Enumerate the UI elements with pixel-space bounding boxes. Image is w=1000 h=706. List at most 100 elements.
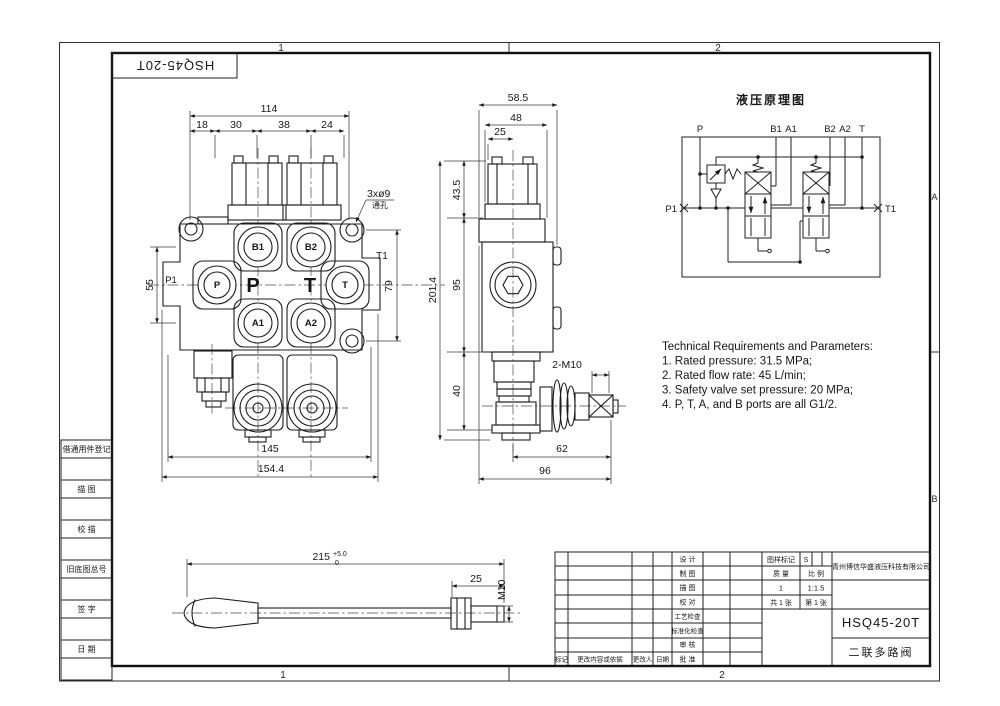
front-view-dimensions: 114 18 30 38 24 55 79 3xø9 通孔 145 xyxy=(144,103,401,482)
left-margin-table: 借通用件登记 描 图 校 描 旧底图总号 签 字 日 期 xyxy=(60,439,113,681)
dim-215: 215 xyxy=(312,551,330,563)
dim-24: 24 xyxy=(321,119,333,131)
title-block-roles: 设 计 制 图 描 图 校 对 工艺检查 标准化检查 审 核 批 准 xyxy=(671,555,704,664)
sheet-borders xyxy=(59,42,940,682)
dim-58-5: 58.5 xyxy=(508,92,529,104)
role-label: 审 核 xyxy=(680,640,696,649)
spool-valve-symbol-1 xyxy=(744,162,772,254)
role-label: 标准化检查 xyxy=(671,626,704,635)
left-table-row: 校 描 xyxy=(77,524,95,534)
role-label: 描 图 xyxy=(680,583,696,592)
dim-43-5: 43.5 xyxy=(451,180,463,201)
left-table-row: 签 字 xyxy=(77,604,95,614)
zone-right-a: A xyxy=(931,192,937,202)
mass-label: 质 量 xyxy=(773,569,789,578)
title-block-meta: 图样标记 S 质 量 比 例 1 1:1.5 共 1 张 第 1 张 青州博信华… xyxy=(555,555,930,664)
dim-95: 95 xyxy=(451,279,463,291)
port-label-p1: P1 xyxy=(165,275,177,286)
port-label-t1: T1 xyxy=(376,251,388,262)
zone-bottom-2: 2 xyxy=(719,670,725,681)
port-label-b1: B1 xyxy=(252,242,265,253)
zone-top-1: 1 xyxy=(278,43,284,54)
technical-notes: Technical Requirements and Parameters: 1… xyxy=(662,341,873,411)
dim-m10: M10 xyxy=(496,579,508,600)
role-label: 工艺检查 xyxy=(675,612,702,621)
zone-bottom-1: 1 xyxy=(280,670,286,681)
handle-geometry xyxy=(183,597,505,630)
model-number: HSQ45-20T xyxy=(842,615,920,630)
role-label: 批 准 xyxy=(680,655,696,664)
spool-valve-symbol-2 xyxy=(802,162,830,254)
front-view: B1 B2 P T A1 A2 P T P1 T1 xyxy=(144,103,445,482)
port-label-a1: A1 xyxy=(252,318,265,329)
joystick-joint xyxy=(539,379,619,433)
rev-by-label: 更改人 xyxy=(633,655,653,664)
sch-port-p1: P1 xyxy=(665,204,677,215)
left-table-row: 借通用件登记 xyxy=(63,444,111,454)
dim-201-4: 201.4 xyxy=(427,277,439,303)
valve-body-outline xyxy=(162,223,381,351)
dim-145: 145 xyxy=(261,443,279,455)
product-name: 二联多路阀 xyxy=(849,645,914,659)
tech-note-line: 1. Rated pressure: 31.5 MPa; xyxy=(662,356,812,368)
handle-view: 215 +5.0 0 25 M10 xyxy=(172,551,522,630)
drawing-mark-label: 图样标记 xyxy=(767,555,795,564)
tech-note-line: 2. Rated flow rate: 45 L/min; xyxy=(662,370,806,382)
port-bosses xyxy=(192,222,370,348)
tech-note-line: 4. P, T, A, and B ports are all G1/2. xyxy=(662,399,837,411)
sch-port-p: P xyxy=(697,124,703,135)
tech-note-line: 3. Safety valve set pressure: 20 MPa; xyxy=(662,385,853,397)
rev-mark-label: 标记 xyxy=(555,655,569,664)
role-label: 制 图 xyxy=(680,569,696,578)
port-label-b2: B2 xyxy=(305,242,317,253)
zone-right-b: B xyxy=(931,494,937,504)
dim-25: 25 xyxy=(494,126,506,138)
sch-port-a1: A1 xyxy=(785,124,797,135)
side-body xyxy=(478,156,562,441)
rev-desc-label: 更改内容或依据 xyxy=(577,655,623,664)
dim-3x9: 3xø9 xyxy=(367,188,391,200)
relief-valve-symbol xyxy=(700,164,742,208)
sheets-total: 共 1 张 xyxy=(770,598,792,607)
dim-96: 96 xyxy=(539,465,551,477)
sch-port-t: T xyxy=(859,124,865,135)
gallery-label-t: T xyxy=(304,275,316,297)
schematic-lines xyxy=(679,137,883,263)
dim-55: 55 xyxy=(144,279,156,291)
dim-30: 30 xyxy=(230,119,242,131)
dim-114: 114 xyxy=(261,103,278,115)
hydraulic-schematic: 液压原理图 P B1 A1 B2 A2 T P1 T1 xyxy=(665,92,896,278)
dim-215-tol-dn: 0 xyxy=(335,560,339,567)
zone-top-2: 2 xyxy=(715,43,721,54)
handle-dimensions: 215 +5.0 0 25 M10 xyxy=(186,551,513,623)
spool-end-sections xyxy=(232,354,338,443)
sch-port-b2: B2 xyxy=(824,124,836,135)
sch-port-a2: A2 xyxy=(839,124,851,135)
mass-value: 1 xyxy=(779,584,783,593)
tech-notes-title: Technical Requirements and Parameters: xyxy=(662,341,873,353)
dim-38: 38 xyxy=(278,119,290,131)
corner-stamp-text: HSQ45-20T xyxy=(136,58,214,73)
left-table-row: 旧底图总号 xyxy=(67,564,107,574)
dim-h25: 25 xyxy=(470,573,482,585)
dim-18: 18 xyxy=(196,119,208,131)
side-view-dimensions: 58.5 48 25 43.5 95 40 201.4 2-M10 xyxy=(427,92,612,484)
dim-40: 40 xyxy=(451,385,463,397)
scale-label: 比 例 xyxy=(808,569,824,578)
gallery-label-p: P xyxy=(246,275,259,297)
company-name: 青州博信华盛液压科技有限公司 xyxy=(832,562,930,571)
sheet-number: 第 1 张 xyxy=(805,598,827,607)
corner-stamp-box: HSQ45-20T xyxy=(111,52,238,79)
stage-mark: S xyxy=(804,557,809,564)
port-label-a2: A2 xyxy=(305,318,317,329)
sch-port-t1: T1 xyxy=(885,204,896,215)
dim-154: 154.4 xyxy=(258,463,284,475)
role-label: 设 计 xyxy=(680,555,696,564)
spring-caps xyxy=(197,155,342,225)
dim-2-m10: 2-M10 xyxy=(552,359,582,371)
zone-labels: 1 2 1 2 A B xyxy=(278,43,937,681)
scale-value: 1:1.5 xyxy=(808,584,825,593)
rev-date-label: 日期 xyxy=(656,656,670,664)
relief-valve xyxy=(193,350,233,408)
